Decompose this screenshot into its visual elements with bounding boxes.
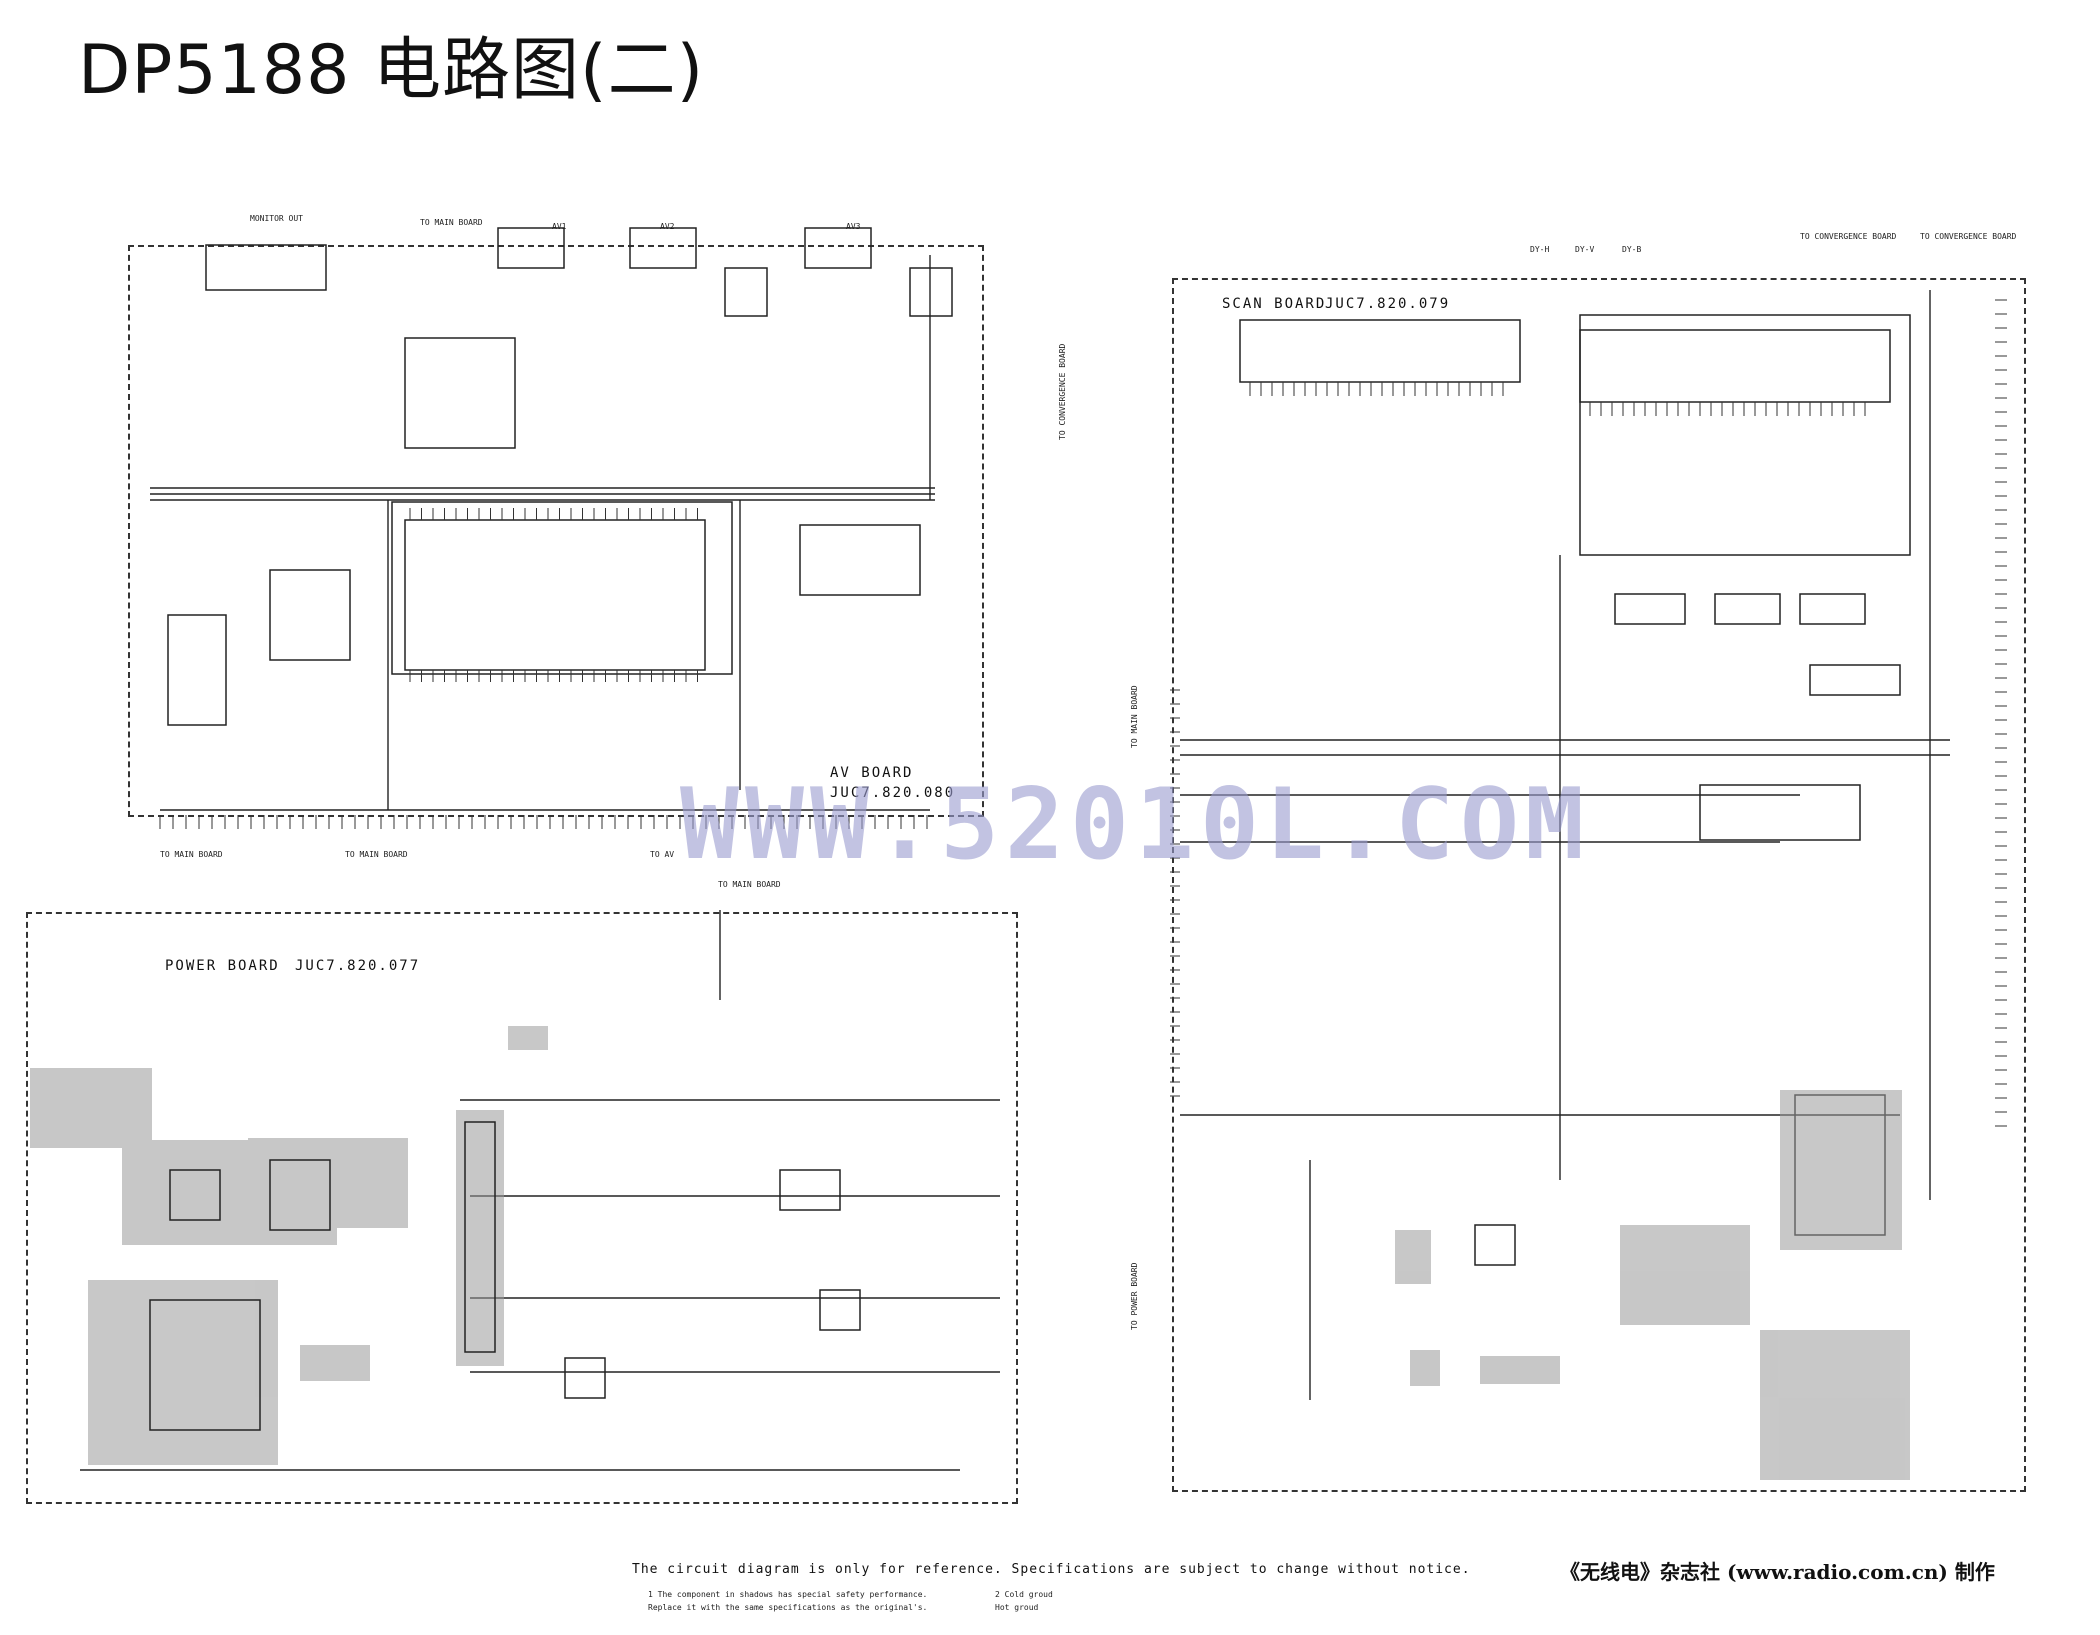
av-board-wiring <box>150 255 935 811</box>
scan-board-code: JUC7.820.079 <box>1325 296 1451 312</box>
connector-av3: AV3 <box>846 222 861 231</box>
footer-note-1: 1 The component in shadows has special s… <box>648 1590 928 1599</box>
footer-notice: The circuit diagram is only for referenc… <box>632 1562 1471 1577</box>
av-board-ics <box>167 227 953 726</box>
scan-board-name: SCAN BOARD <box>1222 296 1327 312</box>
scan-board-safety-shadows <box>1395 1090 1910 1480</box>
connector-dy-v: DY-V <box>1575 245 1595 254</box>
av-board-pins <box>159 508 928 829</box>
connector-to-main-board: TO MAIN BOARD <box>420 218 483 227</box>
power-board-components <box>149 1121 861 1431</box>
connector-av-bottom-main-1: TO MAIN BOARD <box>160 850 223 859</box>
connector-av-bottom-av: TO AV <box>650 850 675 859</box>
av-board-name: AV BOARD <box>830 765 914 781</box>
connector-scan-left-convergence: TO CONVERGENCE BOARD <box>1058 343 1067 440</box>
footer-hot-ground: Hot groud <box>995 1603 1039 1612</box>
publisher-credit: 《无线电》杂志社 (www.radio.com.cn) 制作 <box>1560 1560 1995 1584</box>
connector-scan-left-power: TO POWER BOARD <box>1130 1262 1139 1330</box>
av-board-code: JUC7.820.080 <box>830 785 956 801</box>
connector-av-bottom-main-2: TO MAIN BOARD <box>345 850 408 859</box>
power-board-wiring <box>80 910 1000 1471</box>
connector-av2: AV2 <box>660 222 675 231</box>
scan-board <box>1172 278 2026 1492</box>
connector-av1: AV1 <box>552 222 567 231</box>
footer-note-2: Replace it with the same specifications … <box>648 1603 928 1612</box>
power-board <box>26 912 1018 1504</box>
connector-power-to-main: TO MAIN BOARD <box>718 880 781 889</box>
connector-scan-left-main: TO MAIN BOARD <box>1130 685 1139 748</box>
page-title: DP5188 电路图(二) <box>78 31 705 110</box>
scan-board-pins <box>1170 299 2007 1127</box>
watermark: WWW.52010L.COM <box>680 768 1591 882</box>
connector-dy-b: DY-B <box>1622 245 1642 254</box>
footer-cold-ground: 2 Cold groud <box>995 1590 1053 1599</box>
power-board-safety-shadows <box>30 1026 548 1465</box>
connector-to-convergence-2: TO CONVERGENCE BOARD <box>1920 232 2017 241</box>
power-board-name: POWER BOARD <box>165 958 280 974</box>
power-board-code: JUC7.820.077 <box>295 958 421 974</box>
scan-board-wiring <box>1180 290 1950 1400</box>
connector-monitor-out: MONITOR OUT <box>250 214 303 223</box>
av-board <box>128 245 984 817</box>
connector-to-convergence-1: TO CONVERGENCE BOARD <box>1800 232 1897 241</box>
connector-dy-h: DY-H <box>1530 245 1550 254</box>
